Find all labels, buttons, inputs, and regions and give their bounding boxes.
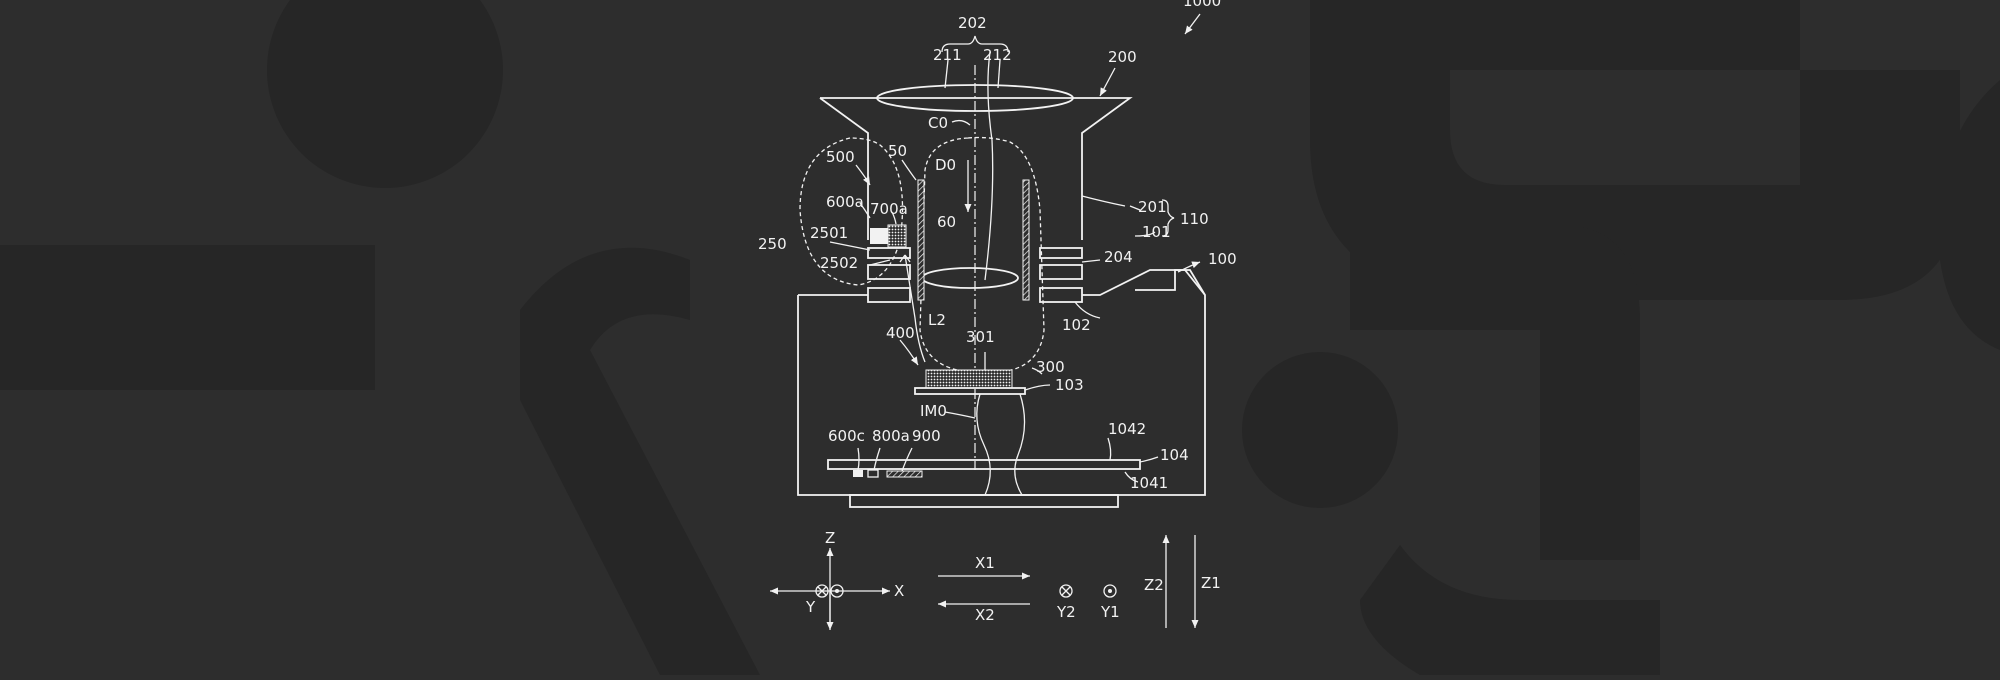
region-d0: [919, 136, 1045, 373]
brace-202: [941, 35, 1009, 53]
sensor-600c: [853, 470, 863, 477]
figure-number: 1000: [1183, 0, 1221, 10]
label-301: 301: [966, 328, 995, 346]
label-300: 300: [1036, 358, 1065, 376]
label-211: 211: [933, 46, 962, 64]
mount-blocks: [867, 247, 1083, 303]
label-110: 110: [1180, 210, 1209, 228]
board-104: [827, 459, 1141, 470]
label-800a: 800a: [872, 427, 910, 445]
brace-110: [1161, 199, 1175, 237]
label-201: 201: [1138, 198, 1167, 216]
label-101: 101: [1142, 223, 1171, 241]
label-im0: IM0: [920, 402, 947, 420]
label-z2: Z2: [1144, 576, 1164, 594]
sensor-800a: [867, 469, 879, 478]
wire-im0-1: [976, 393, 991, 496]
label-60: 60: [937, 213, 956, 231]
label-z1: Z1: [1201, 574, 1221, 592]
label-y1: Y1: [1100, 603, 1120, 621]
label-l2: L2: [928, 311, 946, 329]
light-ray-c0: [984, 51, 994, 281]
wire-im0-2: [1014, 393, 1026, 496]
lens-barrel-200: [819, 51, 1133, 470]
label-600a: 600a: [826, 193, 864, 211]
label-y2: Y2: [1056, 603, 1076, 621]
axis-label-y: Y: [805, 598, 816, 616]
label-900: 900: [912, 427, 941, 445]
shield-60: [1022, 179, 1030, 301]
label-x1: X1: [975, 554, 995, 572]
label-c0: C0: [928, 114, 948, 132]
label-1042: 1042: [1108, 420, 1146, 438]
label-x2: X2: [975, 606, 995, 624]
figure-number-arrow: [1184, 13, 1201, 35]
camera-base: [849, 494, 1119, 508]
label-400: 400: [886, 324, 915, 342]
label-1041: 1041: [1130, 474, 1168, 492]
leader-lines: [829, 59, 1201, 483]
label-100: 100: [1208, 250, 1237, 268]
element-900: [886, 470, 923, 478]
light-path-l2: [904, 254, 926, 363]
lens-l2: [921, 267, 1019, 289]
substrate-103: [914, 387, 1026, 395]
label-d0: D0: [935, 156, 956, 174]
label-202: 202: [958, 14, 987, 32]
label-2502: 2502: [820, 254, 858, 272]
label-204: 204: [1104, 248, 1133, 266]
label-50: 50: [888, 142, 907, 160]
coordinate-axes: [770, 548, 890, 630]
sensor-600a: [870, 228, 888, 244]
y1-symbol: [1103, 584, 1117, 598]
arrow-head-up: [899, 254, 911, 263]
label-104: 104: [1160, 446, 1189, 464]
label-500: 500: [826, 148, 855, 166]
shield-50: [917, 179, 925, 301]
label-102: 102: [1062, 316, 1091, 334]
label-200: 200: [1108, 48, 1137, 66]
label-2501: 2501: [810, 224, 848, 242]
label-212: 212: [983, 46, 1012, 64]
y2-symbol: [1059, 584, 1073, 598]
image-sensor-300: [925, 369, 1013, 389]
label-250: 250: [758, 235, 787, 253]
sensor-700a: [887, 224, 907, 248]
label-600c: 600c: [828, 427, 865, 445]
camera-body-101: [1082, 269, 1206, 296]
label-700a: 700a: [870, 200, 908, 218]
axis-label-x: X: [894, 582, 904, 600]
region-500: [799, 137, 904, 286]
axis-label-z: Z: [825, 529, 835, 547]
label-103: 103: [1055, 376, 1084, 394]
